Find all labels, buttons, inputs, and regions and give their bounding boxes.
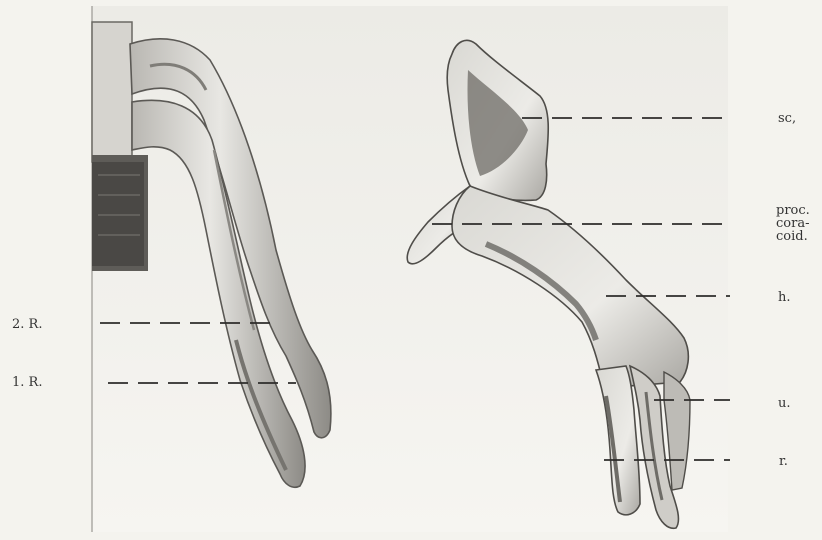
label-ray-2: 2. R.: [12, 318, 42, 331]
label-ulna: u.: [778, 397, 791, 410]
label-radius: r.: [779, 455, 788, 468]
label-proc-line3: coid.: [776, 229, 808, 244]
label-coracoid-process: proc.cora-coid.: [776, 204, 810, 243]
label-humerus: h.: [778, 291, 791, 304]
label-ray-1: 1. R.: [12, 376, 42, 389]
label-scapula: sc,: [778, 112, 796, 125]
